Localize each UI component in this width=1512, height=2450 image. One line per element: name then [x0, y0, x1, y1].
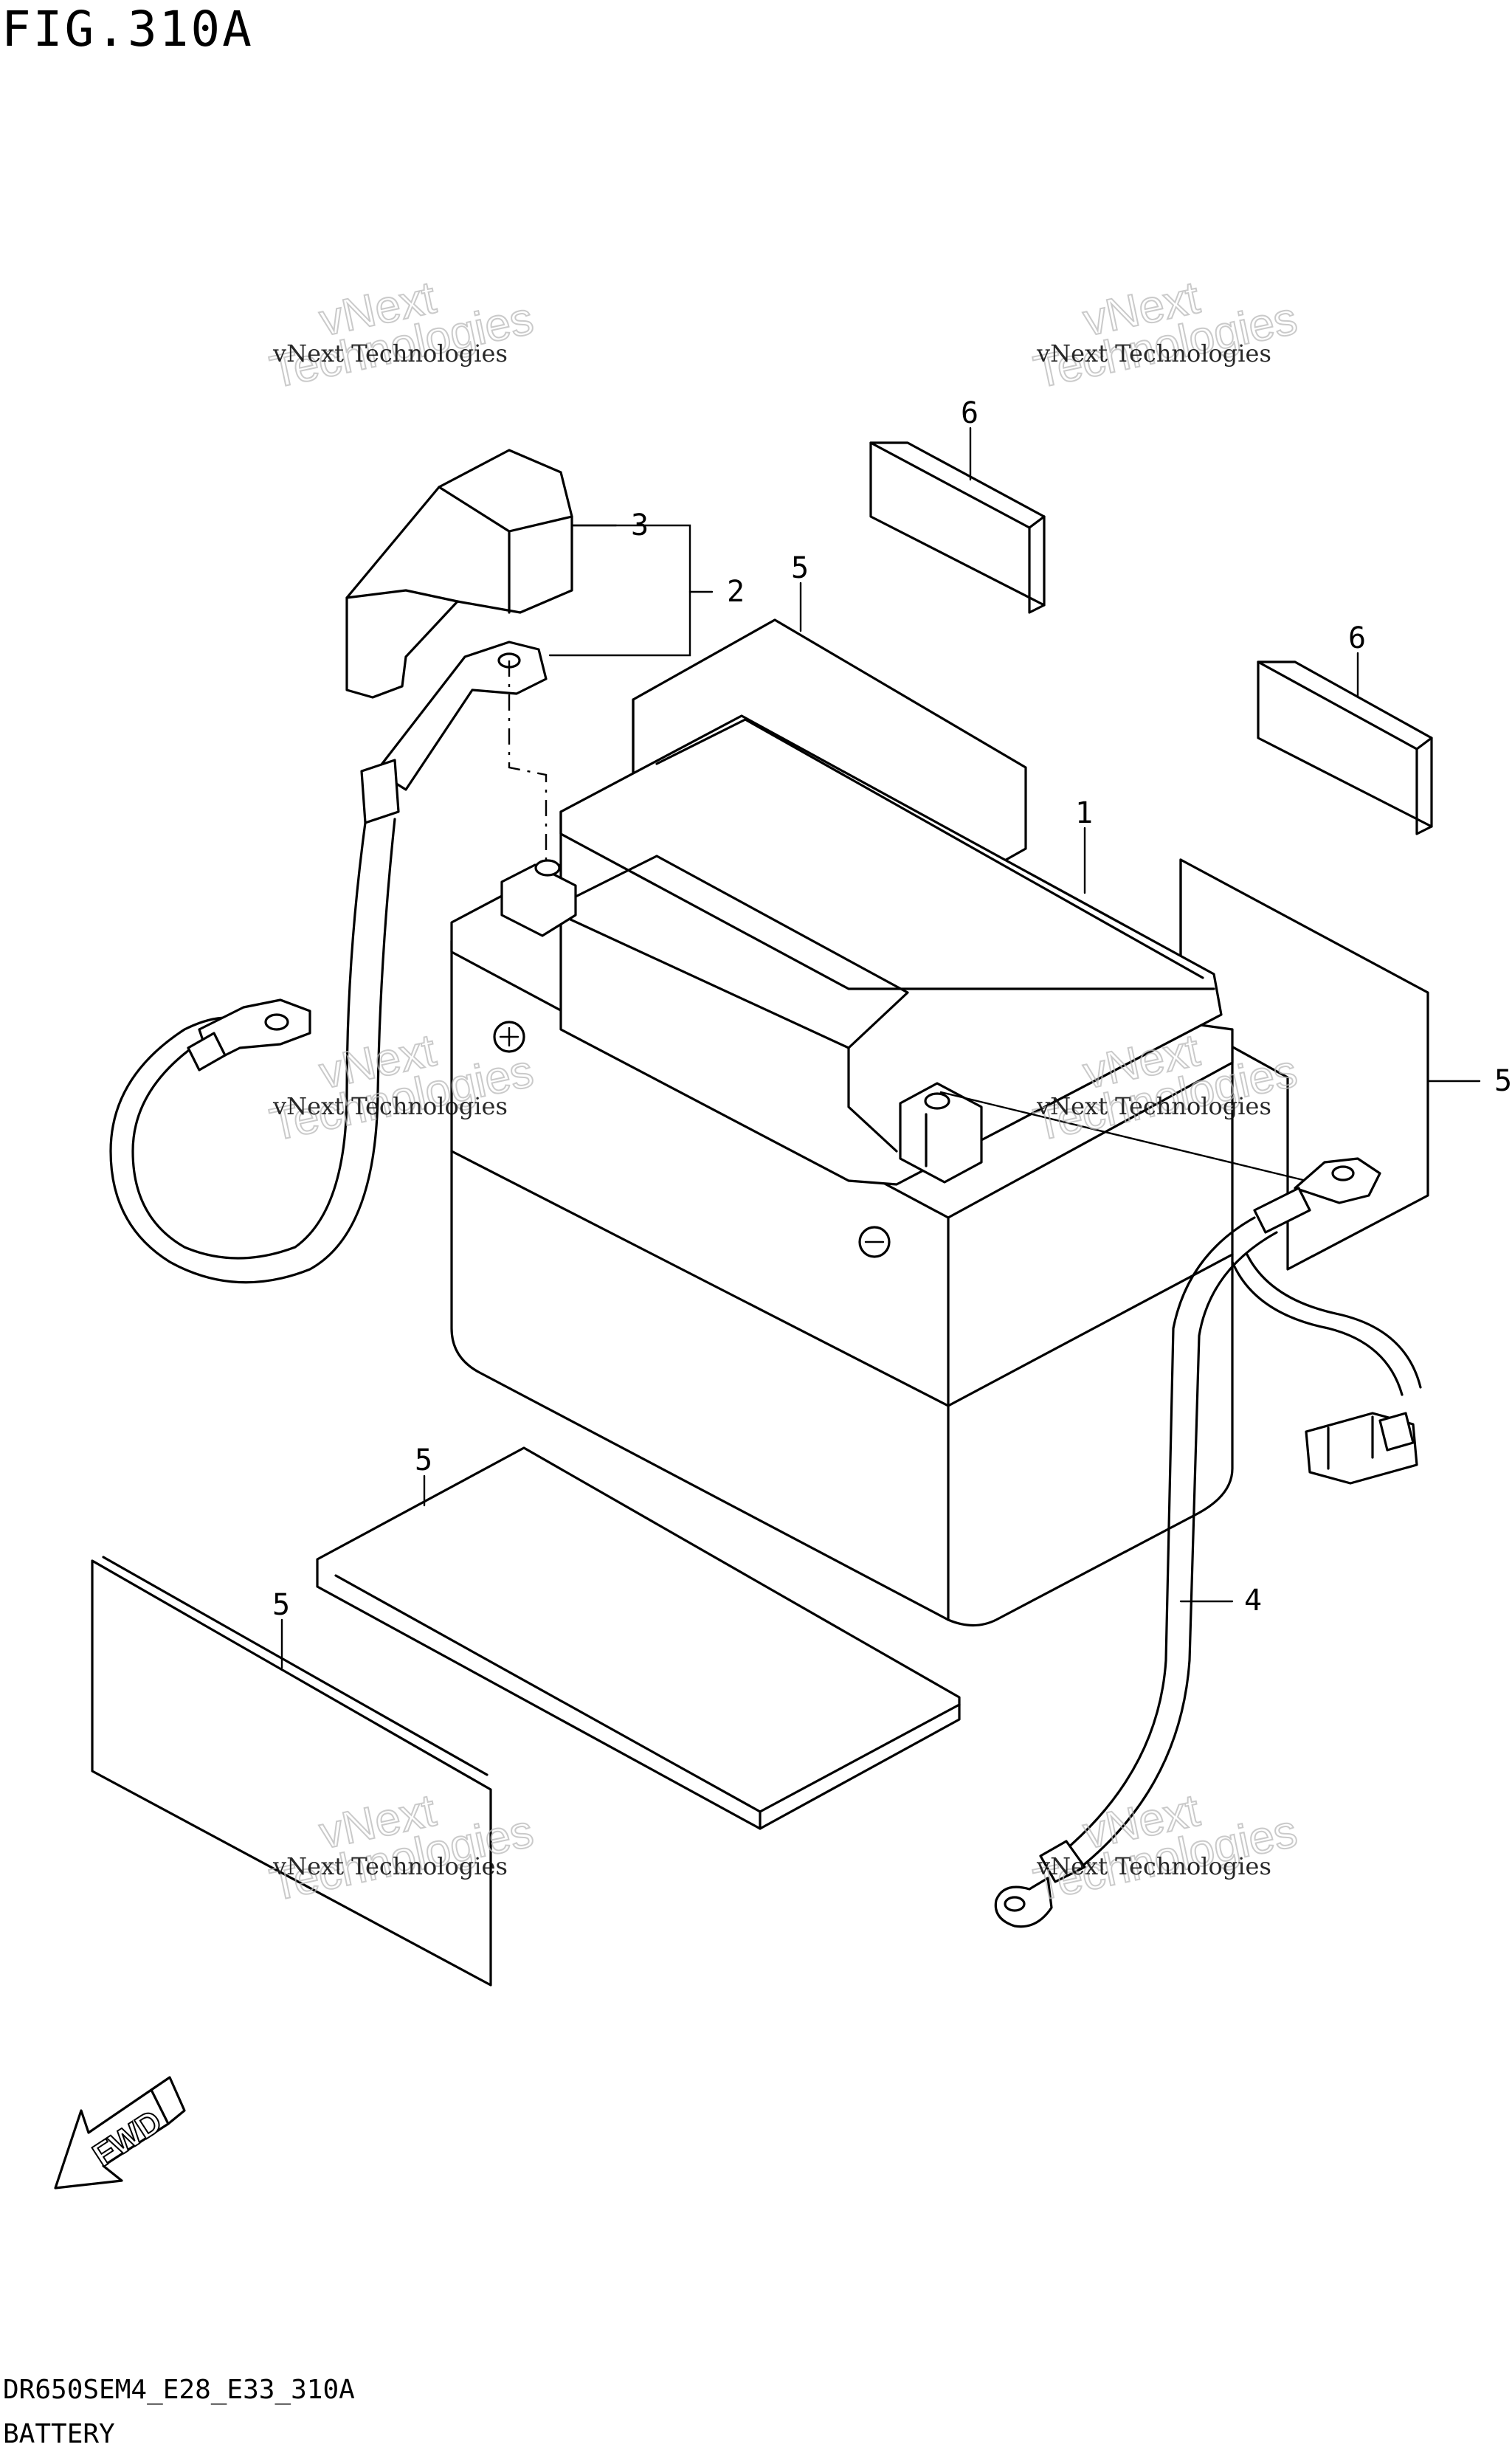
forward-arrow-icon: FWD	[54, 2076, 186, 2190]
pad-5-bottom	[316, 1446, 961, 1830]
pad-6-right	[1257, 660, 1433, 835]
watermark-2: Technologies vNext vNext Technologies	[1029, 272, 1302, 399]
leader-lines	[280, 427, 1481, 1669]
figure-name: BATTERY	[3, 2419, 115, 2449]
svg-text:vNext Technologies: vNext Technologies	[1036, 1092, 1271, 1120]
pad-6-top	[869, 441, 1046, 614]
svg-text:vNext Technologies: vNext Technologies	[1036, 339, 1271, 368]
callout-6-top: 6	[961, 396, 978, 430]
figure-title: FIG.310A	[1, 1, 254, 58]
figure-code: DR650SEM4_E28_E33_310A	[3, 2375, 355, 2405]
svg-text:vNext Technologies: vNext Technologies	[272, 339, 508, 368]
callout-3: 3	[631, 508, 649, 542]
negative-lead-4	[939, 1091, 1422, 1928]
callout-1: 1	[1075, 796, 1093, 830]
positive-lead-2	[109, 641, 548, 1284]
callout-6-right: 6	[1348, 621, 1366, 655]
callout-5-bottom: 5	[415, 1443, 432, 1477]
watermark-5: Technologies vNext vNext Technologies	[265, 1784, 538, 1912]
callout-5-left: 5	[272, 1588, 290, 1622]
terminal-cover-3	[345, 449, 573, 699]
callout-5-right: 5	[1494, 1064, 1512, 1098]
battery-1: ⊕	[450, 714, 1234, 1627]
svg-text:vNext Technologies: vNext Technologies	[272, 1092, 508, 1120]
svg-text:vNext Technologies: vNext Technologies	[1036, 1852, 1271, 1880]
watermark-1: Technologies vNext vNext Technologies	[265, 272, 538, 399]
callout-4: 4	[1244, 1584, 1262, 1618]
callout-2: 2	[727, 575, 745, 609]
svg-text:vNext Technologies: vNext Technologies	[272, 1852, 508, 1880]
pad-5-left	[91, 1556, 492, 1987]
callout-5-back: 5	[791, 551, 809, 585]
